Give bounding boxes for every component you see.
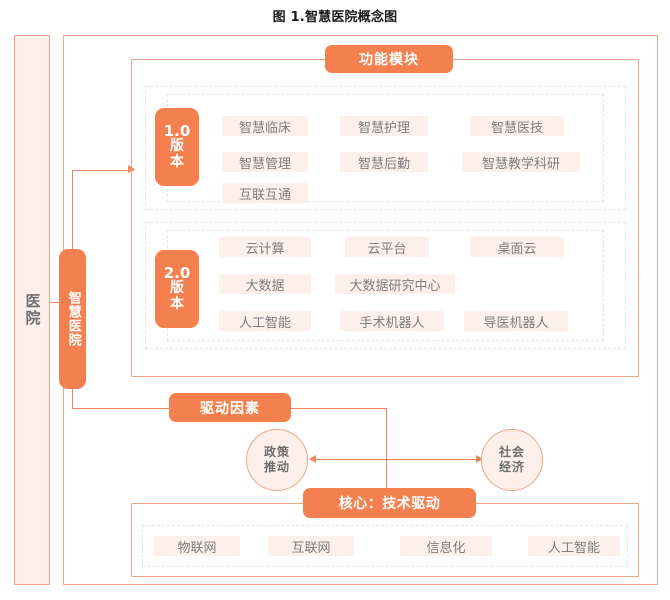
version-1-outer-box xyxy=(145,86,626,210)
tech-item: 信息化 xyxy=(400,536,492,556)
ellipse-policy-push-line-2: 推动 xyxy=(263,460,290,474)
version-2-badge: 2.0 版 本 xyxy=(155,250,199,328)
module-item: 互联互通 xyxy=(222,183,308,203)
hospital-bar-label: 医院 xyxy=(23,293,42,327)
module-item: 智慧护理 xyxy=(340,116,428,136)
arrow-head-right-icon xyxy=(476,455,483,463)
connector-horizontal-to-modules xyxy=(72,170,134,171)
module-item: 智慧医技 xyxy=(470,116,564,136)
module-item: 云计算 xyxy=(219,237,311,257)
ellipse-social-economy-line-1: 社会 xyxy=(498,445,525,459)
function-modules-header-label: 功能模块 xyxy=(359,52,419,68)
hospital-bar: 医院 xyxy=(14,35,50,585)
connector-vertical-to-drivers xyxy=(72,389,73,408)
module-item: 手术机器人 xyxy=(340,311,444,331)
connector-drivers-vertical xyxy=(386,408,387,493)
module-item: 智慧临床 xyxy=(222,116,308,136)
connector-drivers-horizontal xyxy=(291,408,387,409)
connector-horizontal-to-drivers xyxy=(72,408,172,409)
version-1-badge-number: 1.0 xyxy=(163,121,191,140)
connector-vertical-to-modules xyxy=(72,170,73,252)
ellipse-policy-push: 政策 推动 xyxy=(246,429,308,491)
technology-panel-inner-box xyxy=(142,525,628,567)
smart-hospital-label: 智慧医院 xyxy=(65,291,81,347)
ellipse-social-economy: 社会 经济 xyxy=(481,429,543,491)
module-item: 智慧后勤 xyxy=(340,152,428,172)
arrow-head-left-icon xyxy=(309,455,316,463)
tech-item: 物联网 xyxy=(154,536,240,556)
version-1-badge: 1.0 版 本 xyxy=(155,108,199,186)
module-item: 大数据研究中心 xyxy=(335,274,455,294)
tech-item: 互联网 xyxy=(268,536,354,556)
version-1-badge-word-2: 本 xyxy=(170,153,184,170)
version-2-outer-box xyxy=(145,222,626,349)
driving-factors-header-label: 驱动因素 xyxy=(200,400,260,417)
module-item: 人工智能 xyxy=(219,311,311,331)
driving-factors-header: 驱动因素 xyxy=(169,393,291,422)
page-title: 图 1.智慧医院概念图 xyxy=(272,10,398,25)
function-modules-header: 功能模块 xyxy=(325,45,453,73)
smart-hospital-chip: 智慧医院 xyxy=(59,249,86,389)
version-1-badge-word-1: 版 xyxy=(170,138,184,155)
bidirectional-arrow-shaft xyxy=(316,459,481,460)
core-technology-chip: 核心：技术驱动 xyxy=(303,488,476,518)
connector-hospital-to-smart-hospital xyxy=(50,302,64,303)
core-technology-label: 核心：技术驱动 xyxy=(338,496,441,512)
module-item: 云平台 xyxy=(345,237,429,257)
version-2-badge-word-2: 本 xyxy=(170,295,184,312)
module-item: 导医机器人 xyxy=(464,311,568,331)
module-item: 大数据 xyxy=(219,274,311,294)
version-2-badge-number: 2.0 xyxy=(163,263,191,282)
tech-item: 人工智能 xyxy=(528,536,620,556)
version-2-badge-word-1: 版 xyxy=(170,280,184,297)
module-item: 智慧管理 xyxy=(222,152,308,172)
module-item: 智慧教学科研 xyxy=(462,152,580,172)
ellipse-social-economy-line-2: 经济 xyxy=(498,460,525,474)
ellipse-policy-push-line-1: 政策 xyxy=(263,445,290,459)
module-item: 桌面云 xyxy=(470,237,564,257)
